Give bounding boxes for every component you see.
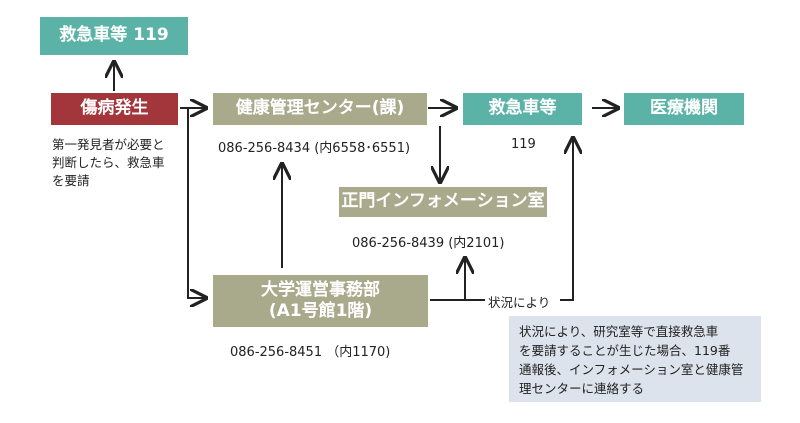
office-box: 大学運営事務部 (A1号館1階) <box>213 275 428 327</box>
gate-info-label: 正門インフォメーション室 <box>341 191 545 212</box>
office-label-line1: 大学運営事務部 <box>261 279 380 300</box>
finder-note: 第一発見者が必要と 判断したら、救急車 を要請 <box>52 136 165 190</box>
arrow-injury-to-office <box>187 108 206 298</box>
medical-label: 医療機関 <box>650 98 718 119</box>
finder-note-line1: 第一発見者が必要と <box>52 137 165 152</box>
finder-note-line2: 判断したら、救急車 <box>52 155 165 170</box>
office-label-line2: (A1号館1階) <box>268 301 373 321</box>
situation-note-line2: を要請することが生じた場合、119番 <box>519 343 731 358</box>
health-center-label: 健康管理センター(課) <box>235 98 405 119</box>
injury-box: 傷病発生 <box>51 93 178 125</box>
ambulance-box: 救急車等 <box>463 93 582 125</box>
situation-note-box: 状況により、研究室等で直接救急車 を要請することが生じた場合、119番 通報後、… <box>509 316 761 402</box>
situation-label: 状況により <box>488 295 551 310</box>
ambulance-number: 119 <box>511 137 536 152</box>
ambulance-top-label: 救急車等 119 <box>59 25 169 46</box>
situation-note-line3: 通報後、インフォメーション室と健康管 <box>519 362 744 377</box>
injury-label: 傷病発生 <box>80 98 149 119</box>
situation-note-line4: 理センターに連絡する <box>519 381 645 396</box>
finder-note-line3: を要請 <box>52 173 90 188</box>
gate-info-box: 正門インフォメーション室 <box>339 187 547 217</box>
situation-note-line1: 状況により、研究室等で直接救急車 <box>519 324 719 339</box>
arrow-to-ambulance <box>560 138 573 301</box>
health-center-phone: 086-256-8434 (内6558･6551) <box>218 141 411 156</box>
medical-box: 医療機関 <box>624 93 744 125</box>
ambulance-label: 救急車等 <box>488 98 557 119</box>
health-center-box: 健康管理センター(課) <box>213 93 427 125</box>
ambulance-top-box: 救急車等 119 <box>40 17 188 55</box>
gate-info-phone: 086-256-8439 (内2101) <box>352 236 505 251</box>
office-phone: 086-256-8451 （内1170) <box>230 345 391 360</box>
